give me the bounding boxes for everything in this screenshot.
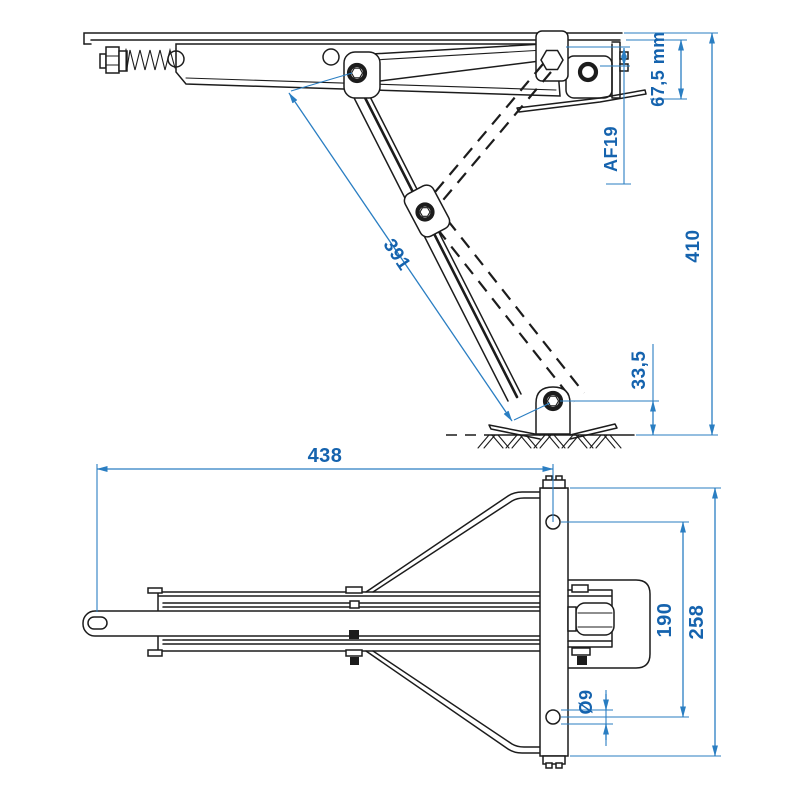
dim-190-label: 190: [654, 603, 676, 638]
dim-o9-label: Ø9: [576, 689, 596, 714]
dimension-overall-length: 438: [96, 445, 554, 612]
plan-view: 438 258 190 Ø9: [82, 445, 721, 769]
triangular-braces: [365, 491, 541, 754]
ground: [446, 434, 635, 449]
channel-hole-left: [167, 50, 185, 68]
ground-hatching: [477, 434, 622, 449]
dim-410-label: 410: [683, 229, 704, 262]
mounting-plate-plan: [539, 475, 569, 769]
dimension-bracket-length: 258: [570, 487, 721, 757]
body-bolts: [345, 586, 363, 665]
dim-258-label: 258: [686, 605, 708, 640]
dimension-foot-height: 33,5: [560, 344, 659, 436]
dimension-hole-spacing: 190: [561, 521, 689, 718]
mount-hole-bottom: [545, 709, 561, 725]
dim-675-label: 67,5 mm: [648, 31, 668, 107]
handle-slot: [87, 616, 108, 630]
channel-hole-right: [322, 48, 340, 66]
foot-plate-left: [488, 424, 541, 440]
foot-flap: [516, 89, 647, 113]
handle-bar: [82, 610, 614, 637]
dimension-bracket-height: 67,5 mm: [626, 31, 687, 107]
dimension-overall-height: 410: [624, 32, 718, 436]
side-view: 391 AF19 67,5 mm 410 33,5: [83, 30, 718, 449]
crank-drive-plan: [567, 584, 615, 665]
dim-335-label: 33,5: [629, 351, 650, 390]
mounting-plate: [83, 32, 623, 45]
drive-hex-nut: [540, 49, 564, 71]
dim-438-label: 438: [308, 445, 343, 467]
dimension-hole-diameter: Ø9: [561, 689, 613, 746]
dimension-hex-size: AF19: [566, 46, 631, 185]
dim-af19-label: AF19: [601, 126, 621, 172]
top-pivot: [343, 51, 381, 99]
